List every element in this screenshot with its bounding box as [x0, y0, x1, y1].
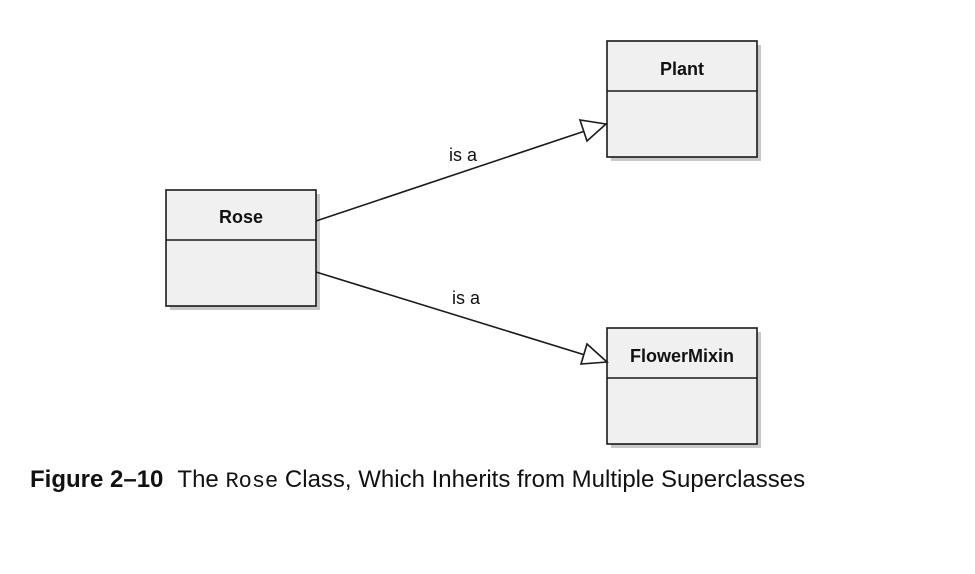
- class-box-flowermixin: FlowerMixin: [606, 327, 761, 448]
- caption-text-before: The: [177, 466, 226, 493]
- class-diagram: Rose Plant FlowerMixin is a is a: [165, 40, 761, 448]
- caption-text-after: Class, Which Inherits from Multiple Supe…: [278, 466, 806, 493]
- inheritance-arrow-rose-flowermixin: is a: [315, 271, 609, 365]
- figure-caption: Figure 2–10 The Rose Class, Which Inherit…: [30, 466, 805, 494]
- edge-label-is-a-flowermixin: is a: [452, 288, 481, 308]
- figure-label: Figure 2–10: [30, 466, 164, 493]
- edge-label-is-a-plant: is a: [449, 145, 478, 165]
- class-name-flowermixin: FlowerMixin: [630, 346, 734, 366]
- class-box-rose: Rose: [165, 189, 320, 310]
- hollow-triangle-arrowhead-icon: [578, 119, 608, 143]
- hollow-triangle-arrowhead-icon: [579, 342, 609, 365]
- class-box-plant: Plant: [606, 40, 761, 161]
- class-name-plant: Plant: [660, 59, 704, 79]
- inheritance-arrow-rose-plant: is a: [315, 119, 608, 222]
- caption-code-rose: Rose: [225, 469, 279, 494]
- class-name-rose: Rose: [219, 207, 263, 227]
